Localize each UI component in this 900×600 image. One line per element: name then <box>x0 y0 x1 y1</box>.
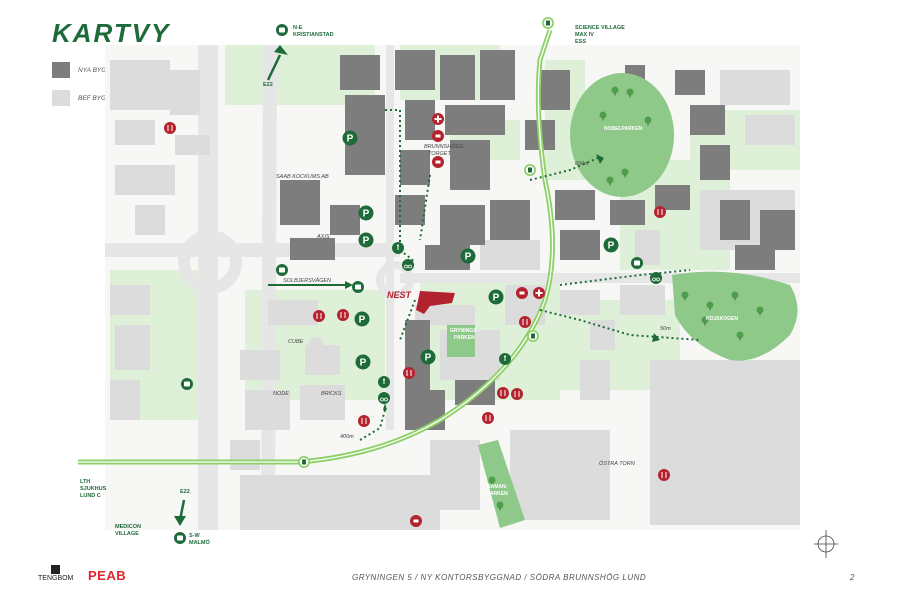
bike-icon <box>377 391 391 405</box>
label-ne: N-E <box>293 25 303 31</box>
ramanparken-park <box>478 440 525 528</box>
nest-building <box>416 291 455 314</box>
label-dist-600: 600m <box>575 161 589 167</box>
gryningsparken-park <box>447 325 475 357</box>
footer-caption: GRYNINGEN 5 / NY KONTORSBYGGNAD / SÖDRA … <box>352 573 647 582</box>
label-lund-c: LUND C <box>80 493 101 499</box>
health-icon <box>533 287 545 299</box>
walk-icon <box>498 352 512 366</box>
bus-icon <box>174 532 186 544</box>
shop-icon <box>432 130 444 142</box>
parking-icon <box>460 248 476 264</box>
restaurant-icon <box>518 315 532 329</box>
direction-arrows <box>174 45 660 526</box>
parking-icon <box>355 354 371 370</box>
restaurant-icon <box>357 414 371 428</box>
label-ess: ESS <box>575 39 586 45</box>
label-ramanparken-2: PARKEN <box>487 491 508 497</box>
label-node: NODE <box>273 391 289 397</box>
label-lth: LTH <box>80 479 90 485</box>
label-e22-bottom: E22 <box>180 489 190 495</box>
parking-icon <box>420 349 436 365</box>
map-title: KARTVY <box>52 18 171 48</box>
label-malmo: MALMÖ <box>189 539 210 546</box>
peab-logo: PEAB <box>88 568 127 583</box>
north-arrow-icon <box>814 530 838 558</box>
restaurant-icon <box>510 387 524 401</box>
restaurant-icon <box>163 121 177 135</box>
parking-icon <box>488 289 504 305</box>
shop-icon <box>516 287 528 299</box>
walking-paths <box>359 109 701 441</box>
restaurant-icon <box>653 205 667 219</box>
restaurant-icon <box>336 308 350 322</box>
label-gryningsparken-1: GRYNINGS- <box>450 328 478 334</box>
tram-icon <box>542 17 554 29</box>
parking-icon <box>358 205 374 221</box>
tram-icon <box>524 164 536 176</box>
label-kojskogen: KOJSKOGEN <box>706 316 738 322</box>
legend-swatch-existing <box>52 90 70 106</box>
label-solbjersvagen: SOLBJERSVÄGEN <box>283 277 331 284</box>
walk-icon <box>377 375 391 389</box>
restaurant-icon <box>402 366 416 380</box>
label-ostra-torn: ÖSTRA TORN <box>599 460 635 467</box>
tram-icon <box>527 330 539 342</box>
bike-icon <box>401 258 415 272</box>
tram-icon <box>298 456 310 468</box>
parking-icon <box>603 237 619 253</box>
label-dist-50: 50m <box>660 326 671 332</box>
label-medicon: MEDICON <box>115 524 141 530</box>
restaurant-icon <box>657 468 671 482</box>
label-kristianstad: KRISTIANSTAD <box>293 32 334 38</box>
label-axis: AXIS <box>316 234 330 240</box>
parking-icon <box>358 232 374 248</box>
bike-icon <box>649 271 663 285</box>
bus-icon <box>181 378 193 390</box>
bus-icon <box>276 24 288 36</box>
label-bricks: BRICKS <box>321 391 342 397</box>
label-cube: CUBE <box>288 339 304 345</box>
roads <box>105 44 800 531</box>
label-e22-top: E22 <box>263 82 273 88</box>
label-science-village: SCIENCE VILLAGE <box>575 25 625 31</box>
label-saab: SAAB KOCKUMS AB <box>276 174 329 180</box>
health-icon <box>432 113 444 125</box>
nobelparken-park <box>570 73 674 197</box>
label-brunnshogs: BRUNNSHÖGS- <box>424 143 465 150</box>
parking-icon <box>354 311 370 327</box>
walk-icon <box>391 241 405 255</box>
restaurant-icon <box>481 411 495 425</box>
page-number: 2 <box>850 573 855 582</box>
label-max-iv: MAX IV <box>575 32 594 38</box>
label-sw: S-W <box>189 533 201 539</box>
bus-icon <box>352 281 364 293</box>
tram-line-center <box>78 29 554 463</box>
tengbom-mark-icon <box>51 565 61 574</box>
label-village: VILLAGE <box>115 531 139 537</box>
new-buildings <box>280 50 795 430</box>
restaurant-icon <box>496 386 510 400</box>
restaurant-icon <box>312 309 326 323</box>
label-nobelparken: NOBELPARKEN <box>604 126 643 132</box>
bus-icon <box>276 264 288 276</box>
label-nest: NEST <box>387 290 413 300</box>
legend-swatch-new <box>52 62 70 78</box>
tengbom-label: TENGBOM <box>38 575 74 582</box>
kojskogen-park <box>672 271 798 361</box>
label-sjukhus: SJUKHUS <box>80 486 107 492</box>
label-torget: TORGET <box>428 151 451 157</box>
label-gryningsparken-2: PARKEN <box>454 335 475 341</box>
parking-icon <box>342 130 358 146</box>
shop-icon <box>432 156 444 168</box>
tengbom-logo: TENGBOM <box>38 565 73 582</box>
shop-icon <box>410 515 422 527</box>
label-ramanparken-1: RAMAN- <box>487 484 508 490</box>
bus-icon <box>631 257 643 269</box>
label-dist-400: 400m <box>340 434 354 440</box>
